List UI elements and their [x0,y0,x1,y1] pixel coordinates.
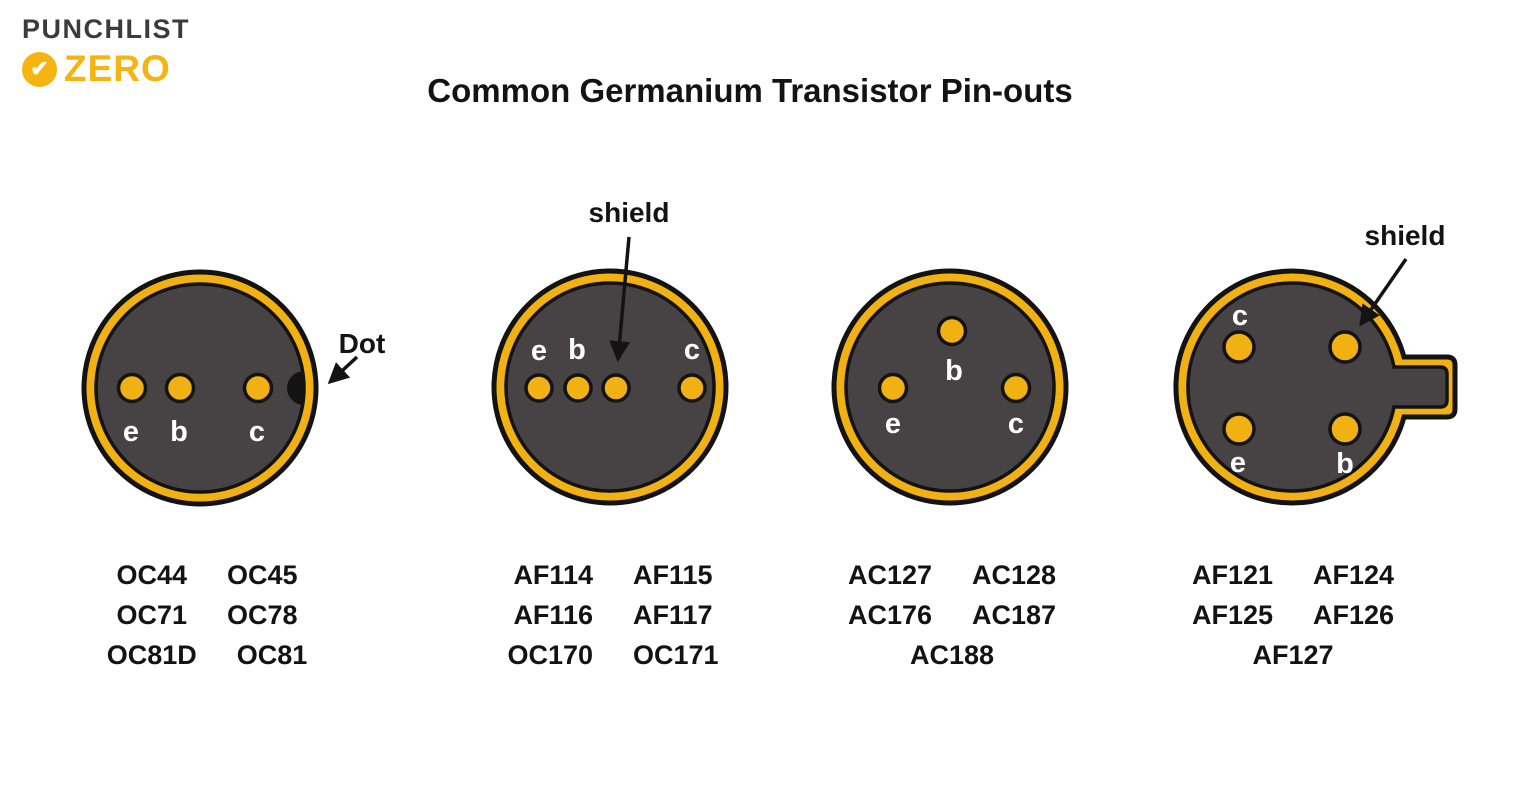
logo-checkmark-icon: ✔ [22,51,57,87]
pin-label-emitter: e [885,408,901,440]
pin-collector [1222,330,1256,364]
pin-base [1328,412,1362,446]
transistor-3: b e c [831,268,1069,506]
parts-row: AF127 [1252,641,1333,670]
parts-row: AC176 AC187 [848,601,1056,630]
part-number: OC45 [227,560,298,590]
pin-collector [242,372,274,404]
part-number: AC188 [909,640,995,670]
pin-label-collector: c [249,416,265,448]
pin-label-collector: c [1232,300,1248,332]
pin-label-collector: c [1008,408,1024,440]
transistor-1: e b c Dot [81,269,386,507]
pin-label-base: b [945,355,963,387]
part-number: AF124 [1313,560,1395,590]
parts-row: AF116 AF117 [513,601,712,630]
pin-shield [601,373,631,403]
pin-label-emitter: e [1230,447,1246,479]
page-title: Common Germanium Transistor Pin-outs [427,72,1073,109]
part-number: OC81 [236,640,308,670]
part-number: AF121 [1191,560,1273,590]
part-number: OC44 [116,560,187,590]
dot-arrow [327,355,359,385]
pin-shield [1328,330,1362,364]
part-number: AF126 [1313,600,1395,630]
part-number: OC71 [116,600,187,630]
pin-base [164,372,196,404]
logo-zero-text: ZERO [64,48,171,89]
pin-label-emitter: e [531,335,547,367]
pin-collector [677,373,707,403]
parts-group-2: AF114 AF115 AF116 AF117 OC170 OC171 [458,561,768,670]
parts-row: OC170 OC171 [507,641,718,670]
part-number: AF115 [633,560,713,590]
pin-label-collector: c [684,334,700,366]
check-glyph: ✔ [30,56,49,81]
pin-collector [1000,372,1032,404]
part-number: OC171 [633,640,719,670]
pin-emitter [524,373,554,403]
part-number: AF117 [633,600,713,630]
pin-emitter [877,372,909,404]
pin-label-base: b [568,334,586,366]
pin-label-base: b [170,416,188,448]
part-number: AC128 [972,560,1057,590]
pin-label-base: b [1336,448,1354,480]
pin-base [563,373,593,403]
parts-group-4: AF121 AF124 AF125 AF126 AF127 [1138,561,1448,670]
pin-base [936,315,968,347]
shield-annotation: shield [589,197,670,228]
part-number: OC170 [507,640,593,670]
shield-arrow [1359,258,1408,327]
parts-group-1: OC44 OC45 OC71 OC78 OC81D OC81 [52,561,362,670]
parts-row: AC188 [910,641,994,670]
shield-arrow [609,236,631,363]
pin-emitter [1222,412,1256,446]
logo-bottom-row: ✔ ZERO [22,48,190,90]
pin-emitter [116,372,148,404]
part-number: OC81D [106,640,197,670]
logo-punchlist-text: PUNCHLIST [22,14,190,44]
part-number: AC187 [972,600,1057,630]
parts-row: AF125 AF126 [1192,601,1394,630]
index-dot [287,371,304,405]
part-number: AC176 [847,600,932,630]
parts-row: AC127 AC128 [848,561,1056,590]
part-number: AF116 [513,600,593,630]
parts-row: OC44 OC45 [116,561,297,590]
part-number: OC78 [227,600,298,630]
case-body-with-tab [1186,281,1449,493]
parts-row: OC71 OC78 [116,601,297,630]
case-body [844,281,1056,493]
part-number: AF127 [1252,640,1334,670]
parts-row: AF121 AF124 [1192,561,1394,590]
pin-label-emitter: e [123,416,139,448]
part-number: AF114 [513,560,593,590]
parts-group-3: AC127 AC128 AC176 AC187 AC188 [797,561,1107,670]
transistor-4: c e b shield [1173,220,1458,506]
parts-row: OC81D OC81 [107,641,308,670]
part-number: AC127 [847,560,932,590]
part-number: AF125 [1191,600,1273,630]
logo: PUNCHLIST ✔ ZERO [22,14,190,90]
transistor-2: e b c shield [491,197,729,506]
dot-annotation: Dot [339,328,386,359]
shield-annotation: shield [1365,220,1446,251]
parts-row: AF114 AF115 [513,561,712,590]
